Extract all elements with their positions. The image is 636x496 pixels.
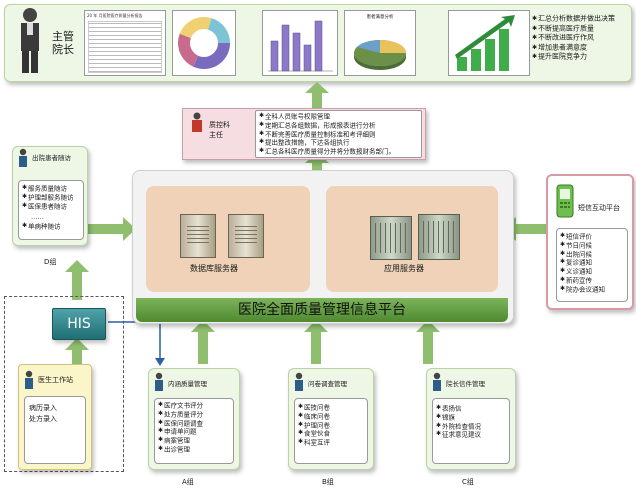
d-group-item: 医保患者随访 [22, 202, 80, 211]
a-group-item: 医保问题调查 [158, 419, 230, 428]
d-group-item: 单病种随访 [22, 222, 80, 231]
d-group-header: 出院患者随访 [32, 154, 71, 162]
executive-bullet-list: 汇总分析数据并做出决策 不断提高医疗质量 不断改进医疗作风 增加患者满意度 提升… [532, 14, 630, 62]
d-group-ellipsis: …… [31, 213, 44, 222]
pie-3d-thumbnail: 患者满意分析 [344, 10, 416, 76]
doctor-item: 病历录入 [29, 404, 57, 412]
sms-item: 出院问候 [560, 250, 624, 259]
d-group-item: 护理部服务随访 [22, 193, 80, 202]
sms-item: 院办会议通知 [560, 285, 624, 294]
c-group-item: 外院检查情况 [436, 422, 506, 431]
sms-item: 新药宣传 [560, 276, 624, 285]
db-server-icon [228, 214, 264, 258]
qc-duties-card: 全科人员账号权限管理 定期汇总各组数据，形成报表进行分析 不断完善医疗质量控制标… [255, 110, 422, 158]
growth-chart-thumbnail [448, 10, 530, 76]
bar-chart-thumbnail [262, 10, 338, 76]
d-group-card: 服务质量随访 护理部服务随访 医保患者随访 …… 单病种随访 [18, 180, 84, 240]
doctor-person-icon [25, 370, 33, 389]
b-group-item: 临床问卷 [298, 412, 364, 421]
donut-chart-thumbnail [172, 10, 236, 76]
a-group-item: 出诊管理 [158, 445, 230, 454]
executive-bullet: 不断提高医疗质量 [532, 24, 630, 34]
a-group-header: 内涵质量管理 [168, 380, 207, 388]
a-group-person-icon [155, 372, 163, 391]
his-box: HIS [52, 308, 106, 340]
his-dashed-container [4, 296, 124, 472]
app-server-icon [418, 214, 460, 260]
app-server-label: 应用服务器 [384, 264, 424, 273]
sms-item: 义诊通知 [560, 267, 624, 276]
sms-card: 短信评价 节日问候 出院问候 复诊通知 义诊通知 新药宣传 院办会议通知 [556, 228, 628, 302]
b-group-item: 医技问卷 [298, 403, 364, 412]
b-group-header: 问卷调查管理 [308, 380, 347, 388]
c-group-label: C组 [462, 478, 474, 486]
qc-duty: 定期汇总各组数据，形成报表进行分析 [259, 121, 418, 130]
executive-bullet: 不断改进医疗作风 [532, 33, 630, 43]
c-group-header: 院长信件管理 [446, 380, 485, 388]
platform-title-bar: 医院全面质量管理信息平台 [136, 298, 508, 322]
qc-duty: 不断完善医疗质量控制标准和考评细则 [259, 130, 418, 139]
platform-title: 医院全面质量管理信息平台 [238, 302, 406, 318]
qc-person-icon [192, 112, 202, 132]
c-group-item: 表扬信 [436, 404, 506, 413]
doctor-card: 病历录入 处方录入 [24, 396, 86, 464]
director-person-icon [21, 8, 39, 73]
b-group-item: 护理问卷 [298, 421, 364, 430]
app-server-area [326, 186, 498, 292]
director-label: 主管 院长 [52, 30, 74, 56]
sms-header: 短信互动平台 [578, 204, 620, 212]
app-server-icon [370, 216, 412, 260]
c-group-person-icon [433, 372, 441, 391]
executive-bullet: 提升医院竞争力 [532, 52, 630, 62]
b-group-label: B组 [322, 478, 334, 486]
qc-duty: 全科人员账号权限管理 [259, 112, 418, 121]
a-group-item: 医疗文书评分 [158, 401, 230, 410]
db-server-icon [180, 214, 216, 258]
a-group-label: A组 [182, 478, 194, 486]
mobile-phone-icon [556, 184, 574, 218]
b-group-card: 医技问卷 临床问卷 护理问卷 食堂伙食 科室互评 [294, 398, 368, 464]
c-group-card: 表扬信 锦旗 外院检查情况 征求意见建议 [432, 398, 510, 464]
doctor-item: 处方录入 [29, 415, 57, 423]
a-group-item: 申请单问题 [158, 427, 230, 436]
executive-bullet: 汇总分析数据并做出决策 [532, 14, 630, 24]
b-group-item: 科室互评 [298, 438, 364, 447]
c-group-item: 锦旗 [436, 413, 506, 422]
doctor-header: 医生工作站 [38, 376, 73, 384]
qc-duty: 提出整改措施，下达各组执行 [259, 138, 418, 147]
d-group-person-icon [19, 148, 27, 167]
report-title: 20 年 月医院医疗质量分析报告 [87, 13, 143, 18]
b-group-person-icon [295, 372, 303, 391]
a-group-item: 病案管理 [158, 436, 230, 445]
his-label: HIS [67, 316, 91, 332]
d-group-label: D组 [44, 258, 57, 266]
report-thumbnail: 20 年 月医院医疗质量分析报告 [84, 10, 166, 76]
sms-item: 节日问候 [560, 241, 624, 250]
a-group-card: 医疗文书评分 处方质量评分 医保问题调查 申请单问题 病案管理 出诊管理 [154, 398, 234, 464]
executive-bullet: 增加患者满意度 [532, 43, 630, 53]
b-group-item: 食堂伙食 [298, 429, 364, 438]
qc-duty: 汇总各科医疗质量得分并将分数报财务部门。 [259, 147, 418, 156]
sms-item: 短信评价 [560, 232, 624, 241]
pie-3d-title: 患者满意分析 [366, 15, 394, 20]
sms-item: 复诊通知 [560, 258, 624, 267]
qc-title: 质控科 主任 [209, 121, 230, 139]
d-group-item: 服务质量随访 [22, 184, 80, 193]
c-group-item: 征求意见建议 [436, 430, 506, 439]
db-server-label: 数据库服务器 [190, 264, 238, 273]
a-group-item: 处方质量评分 [158, 410, 230, 419]
